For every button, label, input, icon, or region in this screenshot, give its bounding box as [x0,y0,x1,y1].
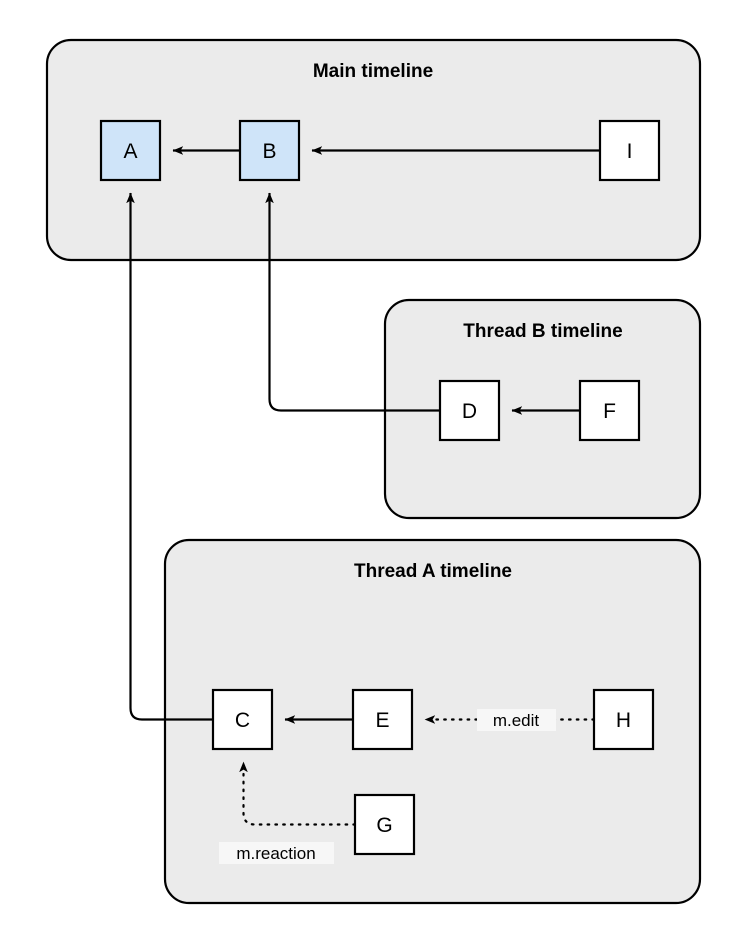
edge-label-m-reaction: m.reaction [219,842,334,864]
node-g-box[interactable] [353,793,416,856]
node-c[interactable]: C [211,688,274,751]
group-thread-b-timeline-box [383,298,702,520]
edge-g-to-c [239,760,357,826]
node-f[interactable]: F [578,379,641,442]
group-thread-b-timeline-title: Thread B timeline [463,321,622,342]
node-a-box[interactable] [99,119,162,182]
node-f-label: F [603,400,616,423]
node-i-box[interactable] [598,119,661,182]
node-b-box[interactable] [238,119,301,182]
edge-d-to-b [265,192,440,412]
edge-c-to-a [126,192,213,721]
edge-label-m-reaction-backdrop [219,842,334,864]
edge-label-m-edit-backdrop [477,709,556,731]
node-d-box[interactable] [438,379,501,442]
node-e-label: E [375,709,389,732]
node-h-label: H [616,709,631,732]
node-i-label: I [627,140,633,163]
node-a[interactable]: A [99,119,162,182]
group-thread-a-timeline-title: Thread A timeline [354,561,512,582]
node-f-box[interactable] [578,379,641,442]
node-i[interactable]: I [598,119,661,182]
node-b[interactable]: B [238,119,301,182]
node-g[interactable]: G [353,793,416,856]
edge-label-m-edit-text: m.edit [493,711,540,730]
edge-label-m-edit: m.edit [477,709,556,731]
node-h-box[interactable] [592,688,655,751]
node-d[interactable]: D [438,379,501,442]
node-e[interactable]: E [351,688,414,751]
node-g-label: G [376,814,392,837]
node-c-label: C [235,709,250,732]
group-thread-b-timeline: Thread B timeline [383,298,702,520]
edge-label-m-reaction-text: m.reaction [236,844,315,863]
node-d-label: D [462,400,477,423]
node-e-box[interactable] [351,688,414,751]
node-h[interactable]: H [592,688,655,751]
node-c-box[interactable] [211,688,274,751]
node-b-label: B [262,140,276,163]
group-main-timeline-title: Main timeline [313,61,433,82]
node-a-label: A [123,140,137,163]
